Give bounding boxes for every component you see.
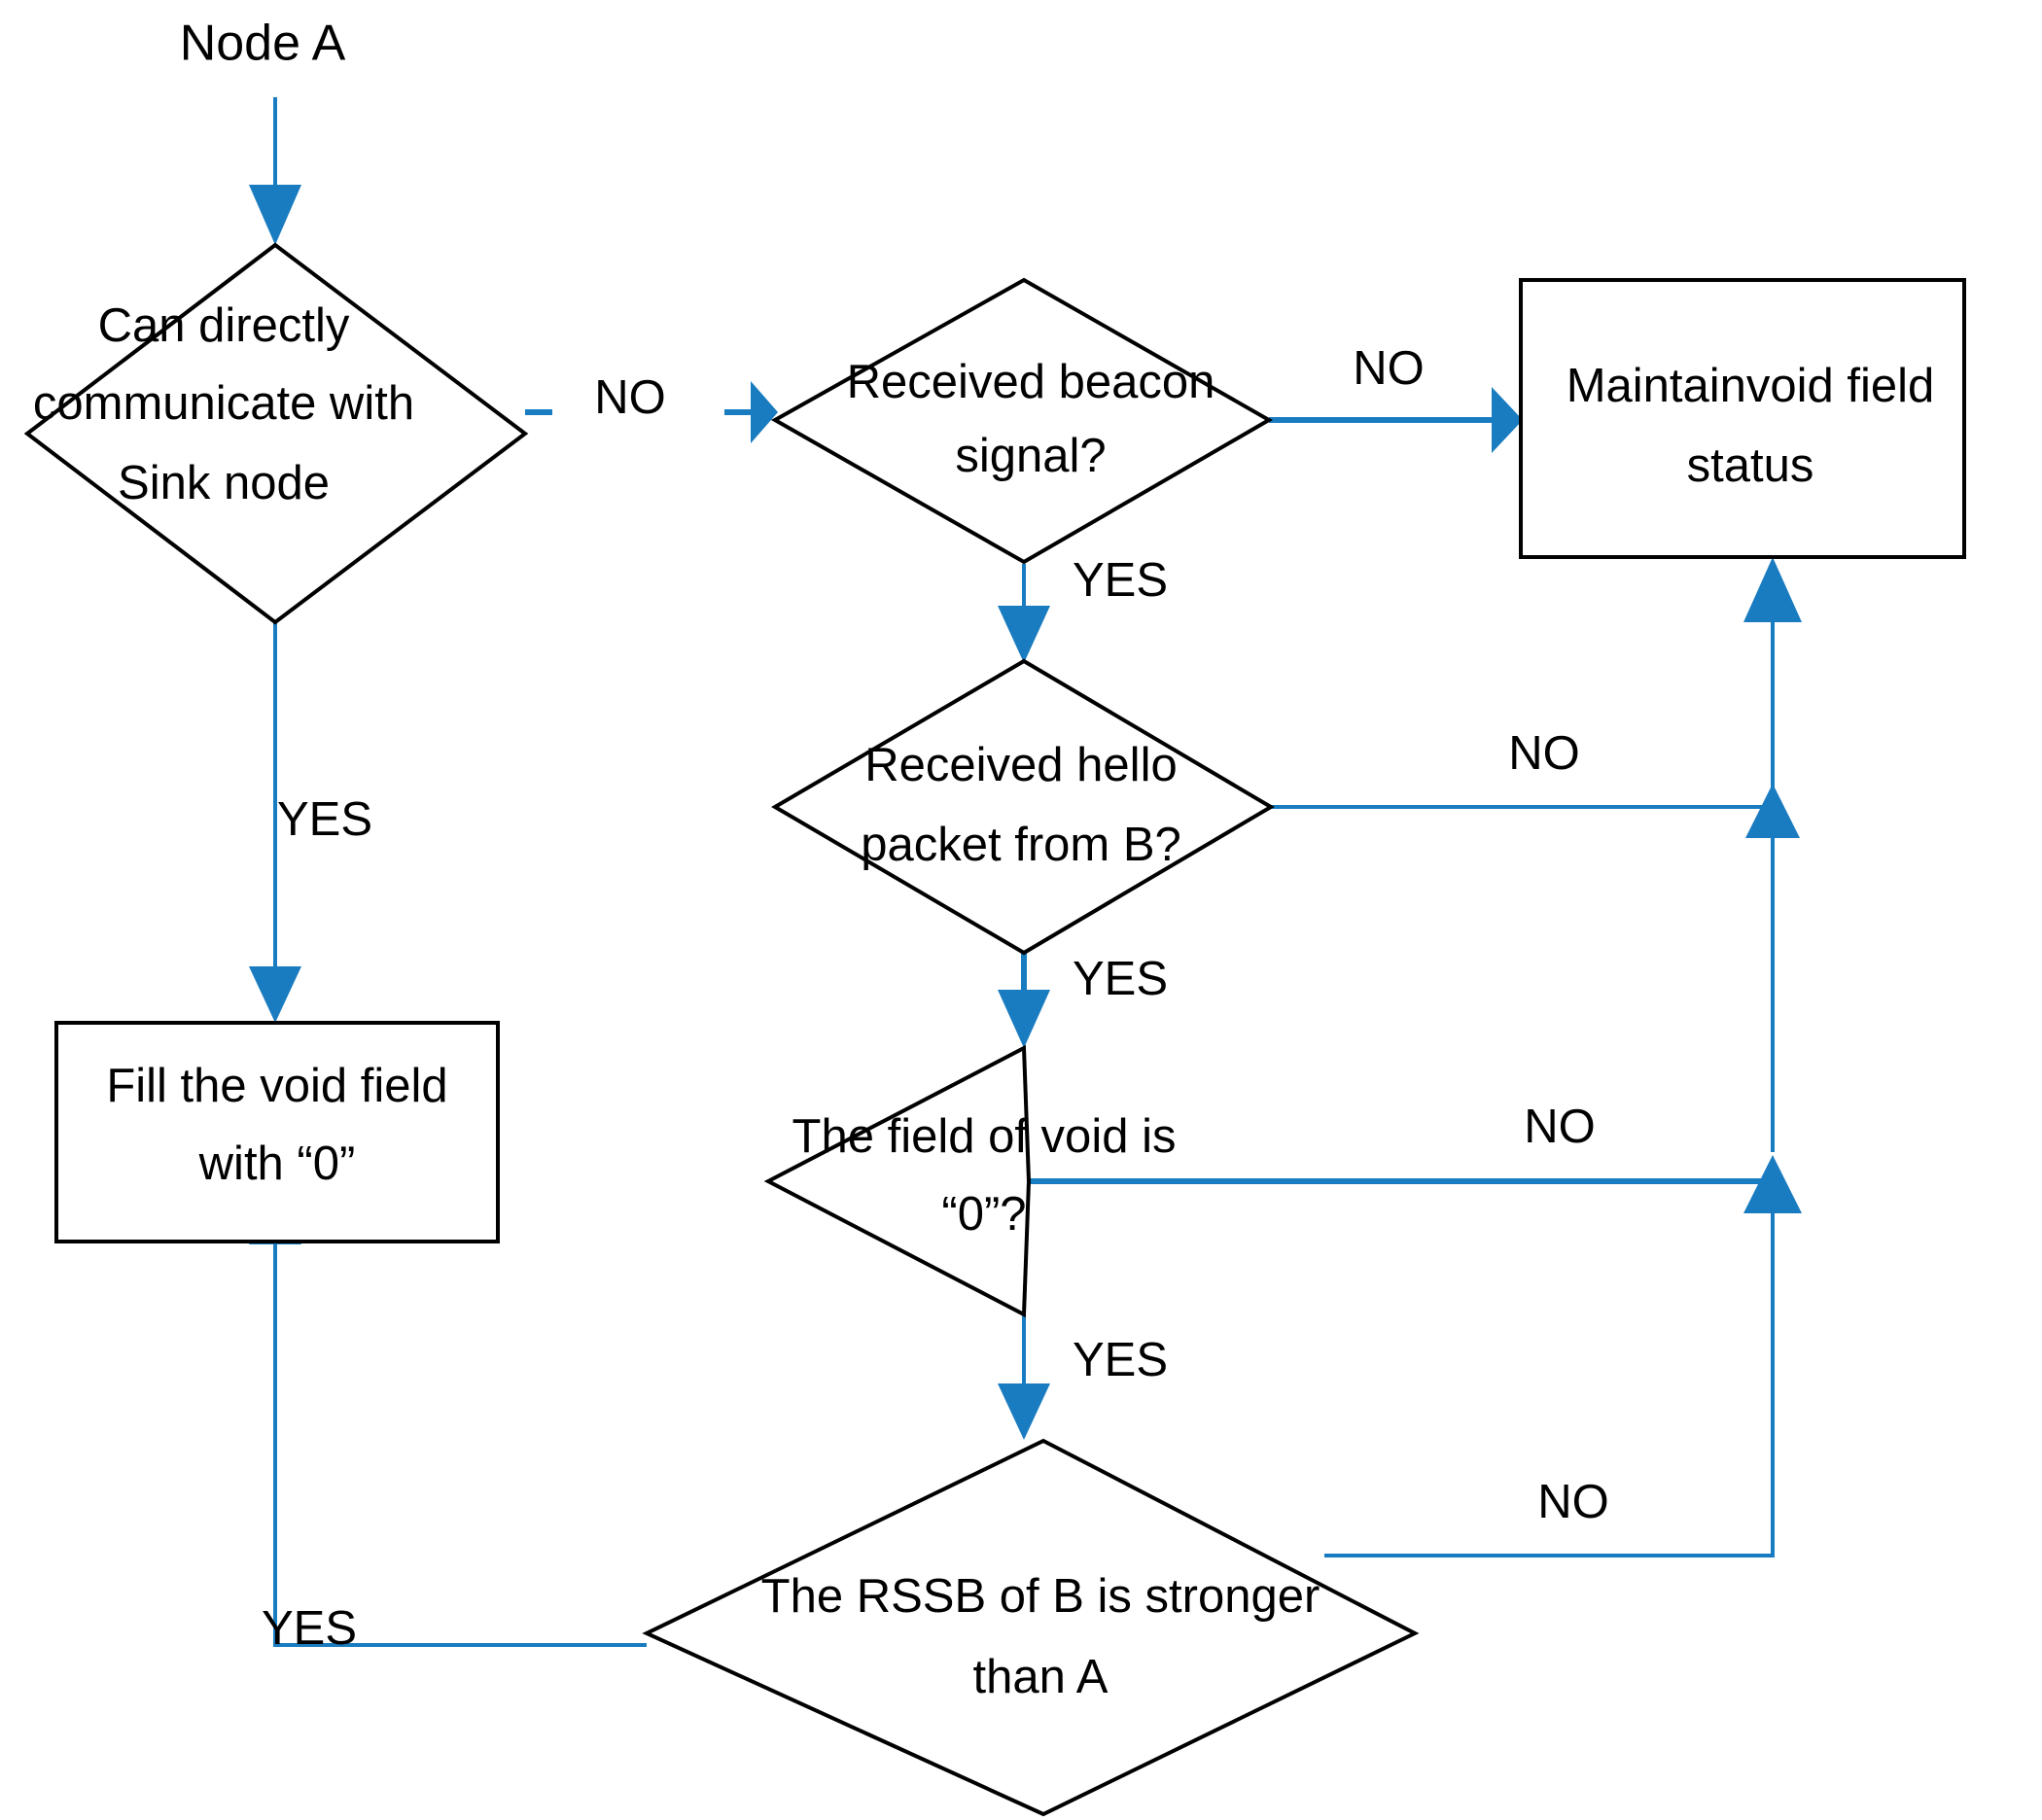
decision-rssb-stronger[interactable]: [642, 1438, 1420, 1817]
edge-label-rssb-yes: YES: [262, 1602, 357, 1655]
edge-rssb-yes: [249, 1188, 647, 1647]
decision-received-beacon-signal[interactable]: [770, 277, 1274, 565]
edge-label-hello-yes: YES: [1073, 953, 1168, 1005]
edge-start-to-direct-comm: [249, 97, 301, 245]
edge-label-beacon-no: NO: [1353, 342, 1425, 395]
edge-beacon-yes: [998, 564, 1050, 663]
process-maintain-void-field-status-line1: Maintainvoid field: [1567, 360, 1935, 412]
edge-label-direct-comm-no: NO: [594, 371, 666, 424]
edge-label-direct-comm-yes: YES: [277, 793, 372, 846]
decision-field-of-void-is-zero-line1: The field of void is: [792, 1110, 1177, 1163]
decision-rssb-stronger-line2: than A: [973, 1651, 1109, 1703]
edge-label-rssb-no: NO: [1537, 1476, 1609, 1528]
edge-rssb-no: [1324, 1210, 1775, 1558]
decision-received-beacon-signal-line2: signal?: [955, 430, 1106, 482]
decision-can-directly-communicate-line3: Sink node: [118, 457, 330, 509]
edge-direct-comm-yes: [249, 622, 301, 1023]
decision-field-of-void-is-zero[interactable]: [763, 1044, 1032, 1318]
edge-label-void-yes: YES: [1073, 1334, 1168, 1386]
decision-rssb-stronger-line1: The RSSB of B is stronger: [761, 1570, 1320, 1623]
edge-hello-yes: [998, 953, 1050, 1048]
decision-received-hello-packet[interactable]: [771, 658, 1275, 956]
edge-beacon-no: [1269, 387, 1523, 453]
edge-direct-comm-no-arrow: [724, 381, 778, 443]
process-maintain-void-field-status-line2: status: [1687, 439, 1814, 492]
decision-received-hello-packet-line1: Received hello: [864, 739, 1177, 791]
decision-can-directly-communicate-line1: Can directly: [98, 299, 350, 352]
process-fill-void-field[interactable]: [54, 1021, 500, 1243]
edge-void-yes: [998, 1312, 1050, 1440]
decision-received-hello-packet-line2: packet from B?: [861, 819, 1181, 871]
edge-label-void-no: NO: [1524, 1101, 1596, 1153]
edge-label-hello-no: NO: [1508, 727, 1580, 780]
decision-can-directly-communicate-line2: communicate with: [33, 377, 414, 430]
edge-hello-no: [1271, 784, 1800, 838]
process-fill-void-field-line2: with “0”: [198, 1138, 356, 1190]
decision-field-of-void-is-zero-line2: “0”?: [941, 1188, 1026, 1241]
edge-label-beacon-yes: YES: [1073, 554, 1168, 607]
edge-void-no: [1029, 1155, 1802, 1213]
decision-received-beacon-signal-line1: Received beacon: [847, 356, 1215, 408]
process-fill-void-field-line1: Fill the void field: [106, 1060, 447, 1112]
process-maintain-void-field-status[interactable]: [1519, 278, 1966, 559]
start-label-node-a: Node A: [180, 16, 346, 72]
decision-can-directly-communicate[interactable]: [23, 242, 529, 625]
